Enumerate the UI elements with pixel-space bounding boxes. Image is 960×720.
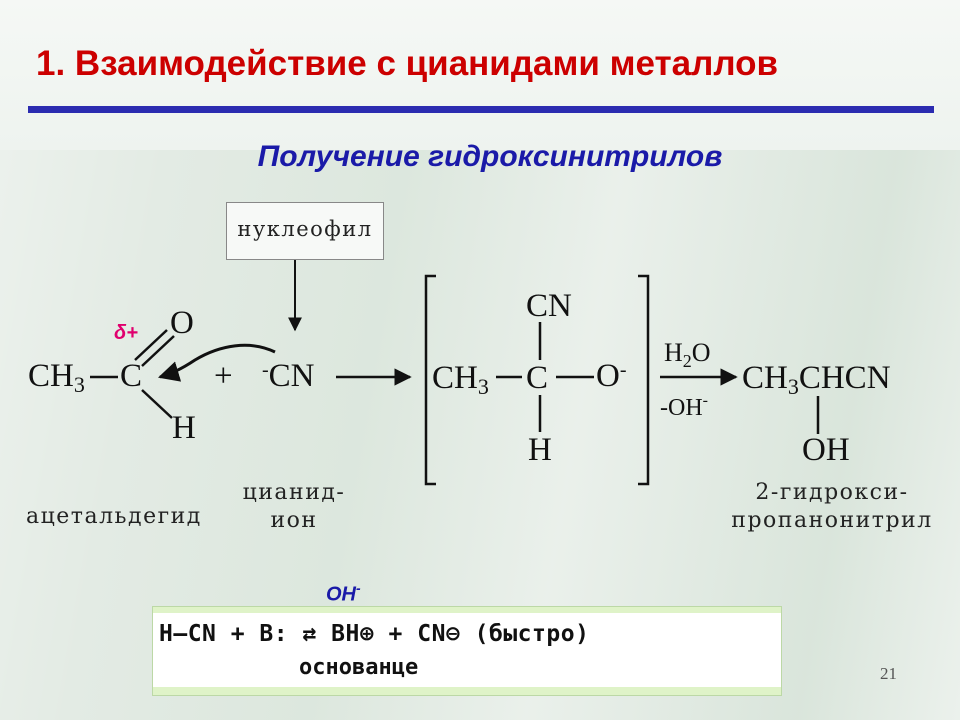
delta-plus-label: δ+ xyxy=(114,322,138,344)
nucleophile-box: нуклеофил xyxy=(226,202,384,260)
product-oh: OH xyxy=(802,432,850,468)
acetaldehyde-h: H xyxy=(172,410,196,446)
product-formula: CH3CHCN xyxy=(742,360,891,399)
product-name-line2: пропанонитрил xyxy=(731,508,933,533)
intermediate-o: O- xyxy=(596,358,627,394)
byproduct-hydroxide: -OH- xyxy=(660,392,708,421)
intermediate-cn: CN xyxy=(526,288,572,324)
cyanide-ion: -CN xyxy=(262,358,315,394)
reagent-water: H2O xyxy=(664,338,711,371)
bond-c-h xyxy=(141,389,173,419)
acetaldehyde-c: C xyxy=(120,358,143,394)
header-band xyxy=(0,0,960,150)
acetaldehyde-name: ацетальдегид xyxy=(26,504,202,529)
cyanide-name-line1: цианид- xyxy=(242,480,346,505)
title-underline xyxy=(28,106,934,113)
plus-sign: + xyxy=(214,358,233,394)
page-number: 21 xyxy=(880,664,897,683)
equation-panel: H—CN + B: ⇄ BH⊕ + CN⊖ (быстро) основанце xyxy=(153,613,781,687)
product-name-line1: 2-гидрокси- xyxy=(755,480,909,505)
left-bracket xyxy=(424,274,436,486)
equation-box: H—CN + B: ⇄ BH⊕ + CN⊖ (быстро) основанце xyxy=(152,606,782,696)
acetaldehyde-ch3: CH3 xyxy=(28,358,85,397)
electron-arrow xyxy=(157,343,276,382)
bond-c-o-2 xyxy=(141,335,175,367)
equation-line: H—CN + B: ⇄ BH⊕ + CN⊖ (быстро) xyxy=(159,621,590,647)
intermediate-h: H xyxy=(528,432,552,468)
slide-title: 1. Взаимодействие с цианидами металлов xyxy=(36,44,779,83)
right-bracket xyxy=(638,274,650,486)
cyanide-name-line2: ион xyxy=(270,508,318,533)
nucleophile-label: нуклеофил xyxy=(237,217,373,241)
intermediate-c: C xyxy=(526,360,549,396)
equation-base-label: основанце xyxy=(299,655,419,680)
intermediate-ch3: CH3 xyxy=(432,360,489,399)
slide-subtitle: Получение гидроксинитрилов xyxy=(257,140,723,173)
catalyst-hydroxide: OH- xyxy=(326,580,361,606)
bond-c-o-1 xyxy=(134,329,168,361)
acetaldehyde-o: O xyxy=(170,305,194,341)
